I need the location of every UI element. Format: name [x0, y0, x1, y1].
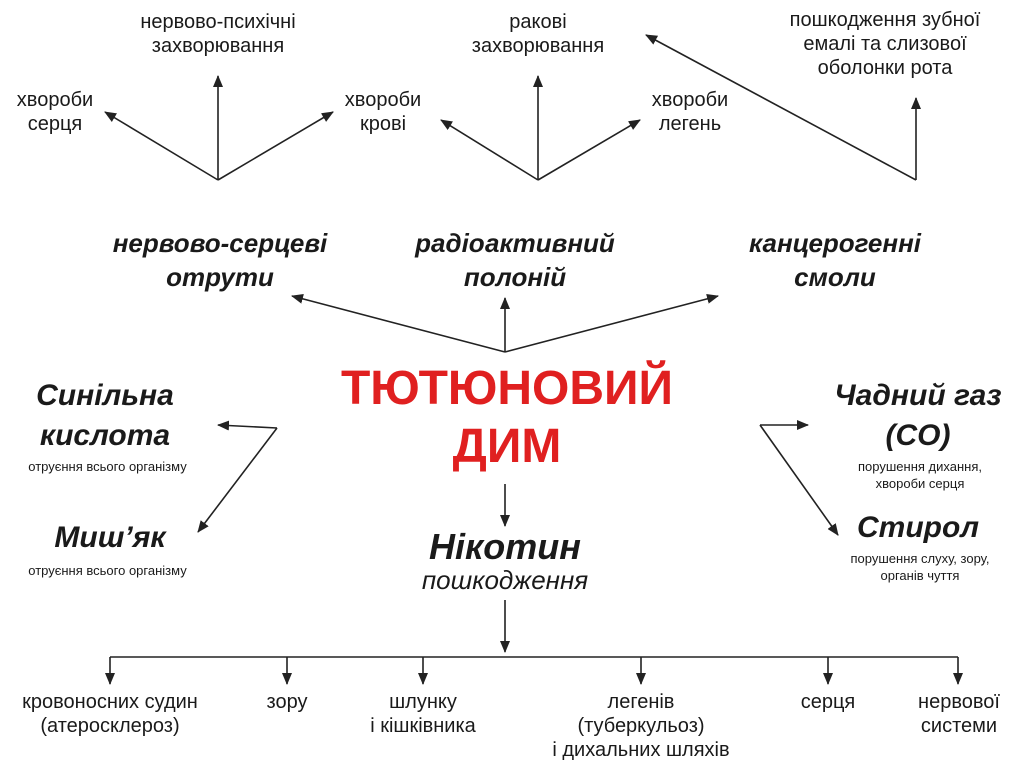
damage-heart: серця	[800, 691, 856, 713]
arrow-to-styrene	[759, 424, 839, 536]
arsenic: Миш’як	[54, 521, 166, 554]
carcinogenic-tars: канцерогенні смоли	[748, 228, 921, 292]
enamel-damage: пошкодження зубної емалі та слизової обо…	[789, 9, 981, 79]
arsenic-effect: отруєння всього організму	[28, 563, 187, 578]
arrow-to-lung-diseases	[537, 119, 641, 181]
nervous-psychic-diseases: нервово-психічні захворювання	[140, 11, 296, 57]
tobacco-smoke-title: ТЮТЮНОВИЙ ДИМ	[340, 362, 674, 473]
styrene: Стирол	[857, 511, 979, 544]
arrow-to-blood-from-cancer	[440, 119, 539, 181]
cancer-diseases: ракові захворювання	[471, 11, 605, 57]
lung-diseases: хвороби легень	[651, 89, 729, 135]
damage-vision: зору	[266, 691, 308, 713]
arrow-to-cancer-from-tars	[645, 34, 917, 181]
damage-stomach: шлунку і кішківника	[370, 691, 476, 737]
styrene-effect: порушення слуху, зору, органів чуття	[850, 551, 990, 583]
hydrocyanic-acid: Синільна кислота	[36, 379, 174, 452]
arrow-to-heart-diseases	[104, 111, 219, 181]
arrow-to-nerve-poisons	[291, 293, 506, 353]
nicotine-damage-subtitle: пошкодження	[421, 565, 589, 595]
arrow-to-cyanide	[217, 420, 278, 431]
carbon-monoxide: Чадний газ (CO)	[834, 379, 1002, 452]
arrow-to-tars	[504, 293, 719, 353]
blood-diseases: хвороби крові	[344, 89, 422, 135]
nerve-heart-poisons: нервово-серцеві отрути	[112, 228, 328, 292]
damage-nervous: нервової системи	[918, 691, 1000, 737]
nicotine: Нікотин	[429, 526, 581, 567]
damage-vessels: кровоносних судин (атеросклероз)	[22, 691, 198, 737]
radioactive-polonium: радіоактивний полоній	[415, 228, 615, 292]
heart-diseases: хвороби серця	[16, 89, 94, 135]
arrow-to-blood-diseases	[217, 111, 334, 181]
cyanide-effect: отруєння всього організму	[28, 459, 187, 474]
arrow-to-arsenic	[197, 427, 278, 533]
damage-lungs: легенів (туберкульоз) і дихальних шляхів	[552, 691, 730, 761]
co-effect: порушення дихання, хвороби серця	[858, 459, 982, 491]
